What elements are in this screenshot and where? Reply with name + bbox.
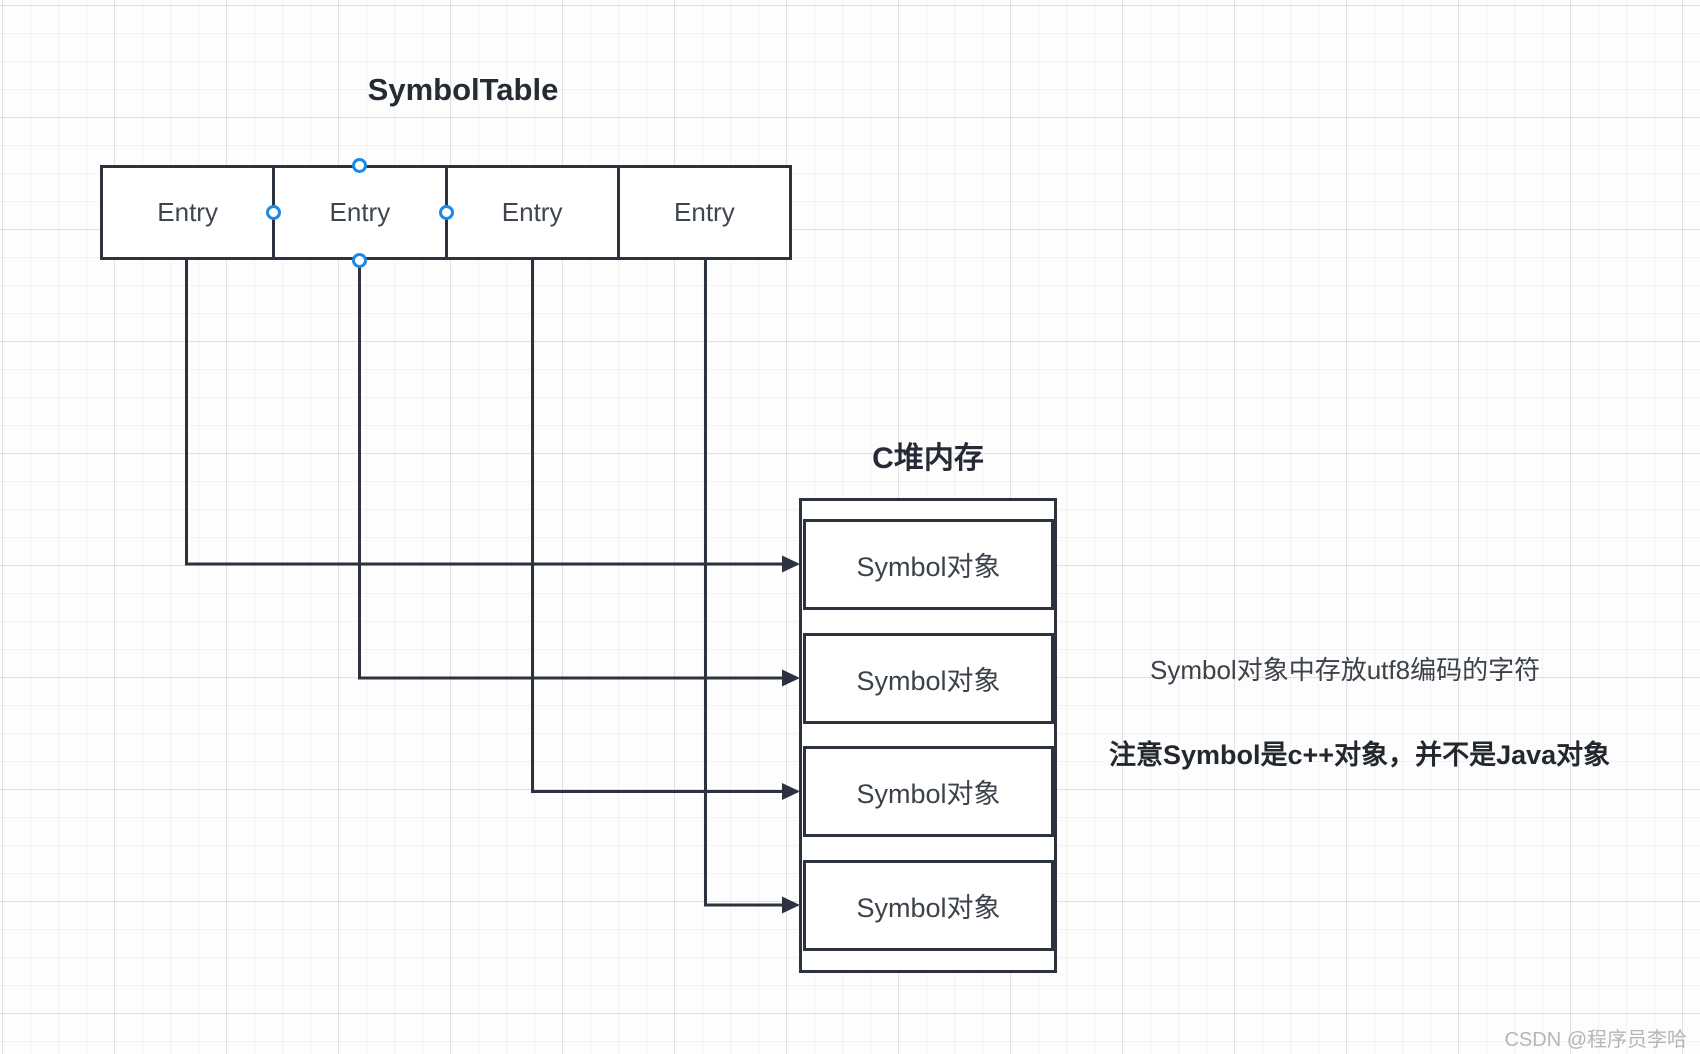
- symbol-object-label: Symbol对象: [856, 552, 1001, 582]
- annotation-cpp-object: 注意Symbol是c++对象，并不是Java对象: [1109, 740, 1611, 770]
- symbol-object-box-4[interactable]: Symbol对象: [803, 859, 1054, 951]
- entry-cell-3[interactable]: Entry: [448, 168, 620, 257]
- arrowhead-icon: [782, 555, 800, 573]
- arrowhead-icon: [782, 896, 800, 914]
- symbol-object-box-2[interactable]: Symbol对象: [803, 632, 1054, 724]
- symboltable-title: SymbolTable: [367, 72, 559, 107]
- connector-entry2-to-symbol2[interactable]: [358, 260, 785, 680]
- symbol-object-label: Symbol对象: [856, 892, 1001, 923]
- arrowhead-icon: [782, 669, 800, 687]
- heap-title: C堆内存: [872, 442, 984, 475]
- arrowhead-icon: [782, 783, 800, 800]
- entry-cell-1[interactable]: Entry: [103, 168, 276, 257]
- connector-entry3-to-symbol3[interactable]: [531, 260, 785, 793]
- selection-handle-left[interactable]: [265, 205, 281, 220]
- connector-entry1-to-symbol1[interactable]: [185, 260, 785, 566]
- selection-handle-top[interactable]: [352, 157, 367, 173]
- symbol-object-label: Symbol对象: [856, 779, 1001, 809]
- symbol-object-label: Symbol对象: [856, 665, 1001, 696]
- entry-label: Entry: [157, 197, 218, 227]
- entry-label: Entry: [501, 197, 563, 227]
- symbol-object-box-1[interactable]: Symbol对象: [803, 519, 1054, 610]
- entry-cell-2[interactable]: Entry: [275, 168, 448, 257]
- selection-handle-bottom[interactable]: [352, 253, 367, 268]
- annotation-utf8: Symbol对象中存放utf8编码的字符: [1150, 655, 1541, 685]
- watermark: CSDN @程序员李哈: [1504, 1029, 1687, 1051]
- connector-entry4-to-symbol4[interactable]: [704, 260, 785, 907]
- symbol-object-box-3[interactable]: Symbol对象: [803, 746, 1054, 837]
- selection-handle-right[interactable]: [438, 205, 454, 220]
- entry-label: Entry: [329, 197, 391, 227]
- entry-label: Entry: [674, 197, 735, 227]
- entry-cell-4[interactable]: Entry: [620, 168, 789, 257]
